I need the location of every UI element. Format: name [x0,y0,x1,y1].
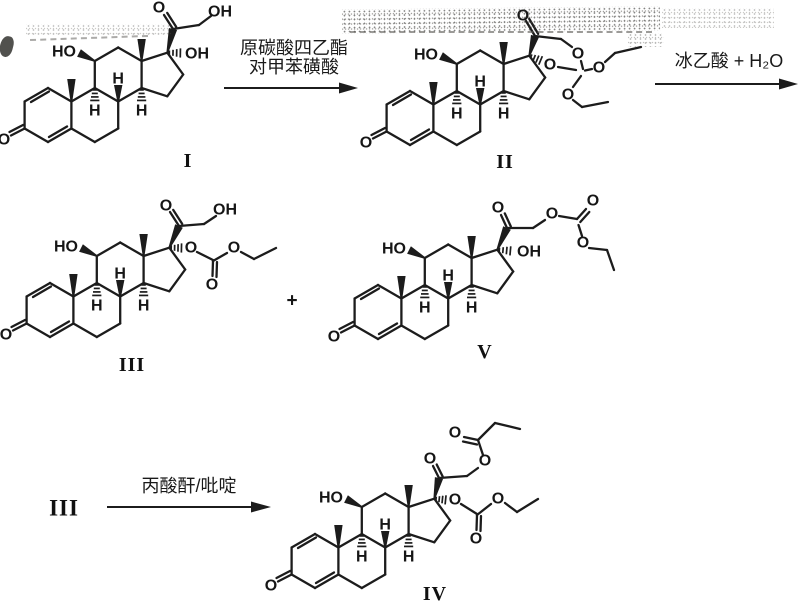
atom-label: O [424,451,436,468]
atom-label: H [442,268,454,285]
compound-label-I: I [184,150,193,172]
atom-label: H [466,300,478,317]
atom-label: O [185,240,197,257]
plus-sign: + [286,291,297,312]
atom-label: H [138,298,150,315]
atom-label: H [91,298,103,315]
atom-label: O [449,492,461,509]
atom-label: O [360,135,372,152]
atom-label: O [587,193,599,210]
atom-label: H [112,71,124,88]
atom-label: HO [382,241,406,258]
atom-label: H [474,74,486,91]
atom-label: O [492,200,504,217]
reaction-arrow-step-3: 丙酸酐/吡啶 [107,476,271,513]
reaction-arrow-step-2: 冰乙酸 + H₂O [655,51,798,90]
atom-label: O [562,87,574,104]
compound-label-IV: IV [423,583,447,603]
atom-label: OH [213,202,237,219]
atom-label: O [492,491,504,508]
atom-label: O [470,531,482,548]
reagent-label: 对甲苯磺酸 [249,57,339,77]
atom-label: HO [52,44,76,61]
reagent-label: 原碳酸四乙酯 [240,38,348,58]
atom-label: O [572,46,584,63]
atom-label: OH [208,4,232,21]
atom-label: HO [414,47,438,64]
compound-label-II: II [496,151,514,173]
atom-label: O [0,327,12,344]
atom-label: O [577,235,589,252]
atom-label: HO [319,490,343,507]
atom-label: O [593,60,605,77]
arrow-head-icon [251,501,271,513]
atom-label: H [451,106,463,123]
reagent-label: 冰乙酸 + H₂O [675,51,784,71]
atom-label: O [546,206,558,223]
atom-label: O [228,240,240,257]
atom-label: H [403,549,415,566]
atom-label: O [153,0,165,17]
atom-label: H [136,103,148,120]
arrow-head-icon [779,78,798,90]
atom-label: O [517,8,529,25]
compound-label-III: III [119,354,145,376]
atom-label: H [498,106,510,123]
atom-label: OH [517,244,541,261]
atom-label: O [265,578,277,595]
atom-label: H [89,103,101,120]
arrow-head-icon [339,82,358,94]
atom-label: H [356,549,368,566]
compound-label-V: V [477,341,492,363]
atom-label: OH [185,46,209,63]
atom-label: H [114,266,126,283]
atom-label: O [160,198,172,215]
atom-label: H [419,300,431,317]
atom-label: O [0,132,10,149]
atom-label: O [479,453,491,470]
reagent-label: 丙酸酐/吡啶 [141,476,236,496]
atom-label: O [449,425,461,442]
reactant-ref-III: III [49,496,79,521]
atom-label: HO [54,239,78,256]
atom-label: O [328,329,340,346]
atom-label: O [206,277,218,294]
atom-label: O [544,57,556,74]
atom-label: H [379,517,391,534]
